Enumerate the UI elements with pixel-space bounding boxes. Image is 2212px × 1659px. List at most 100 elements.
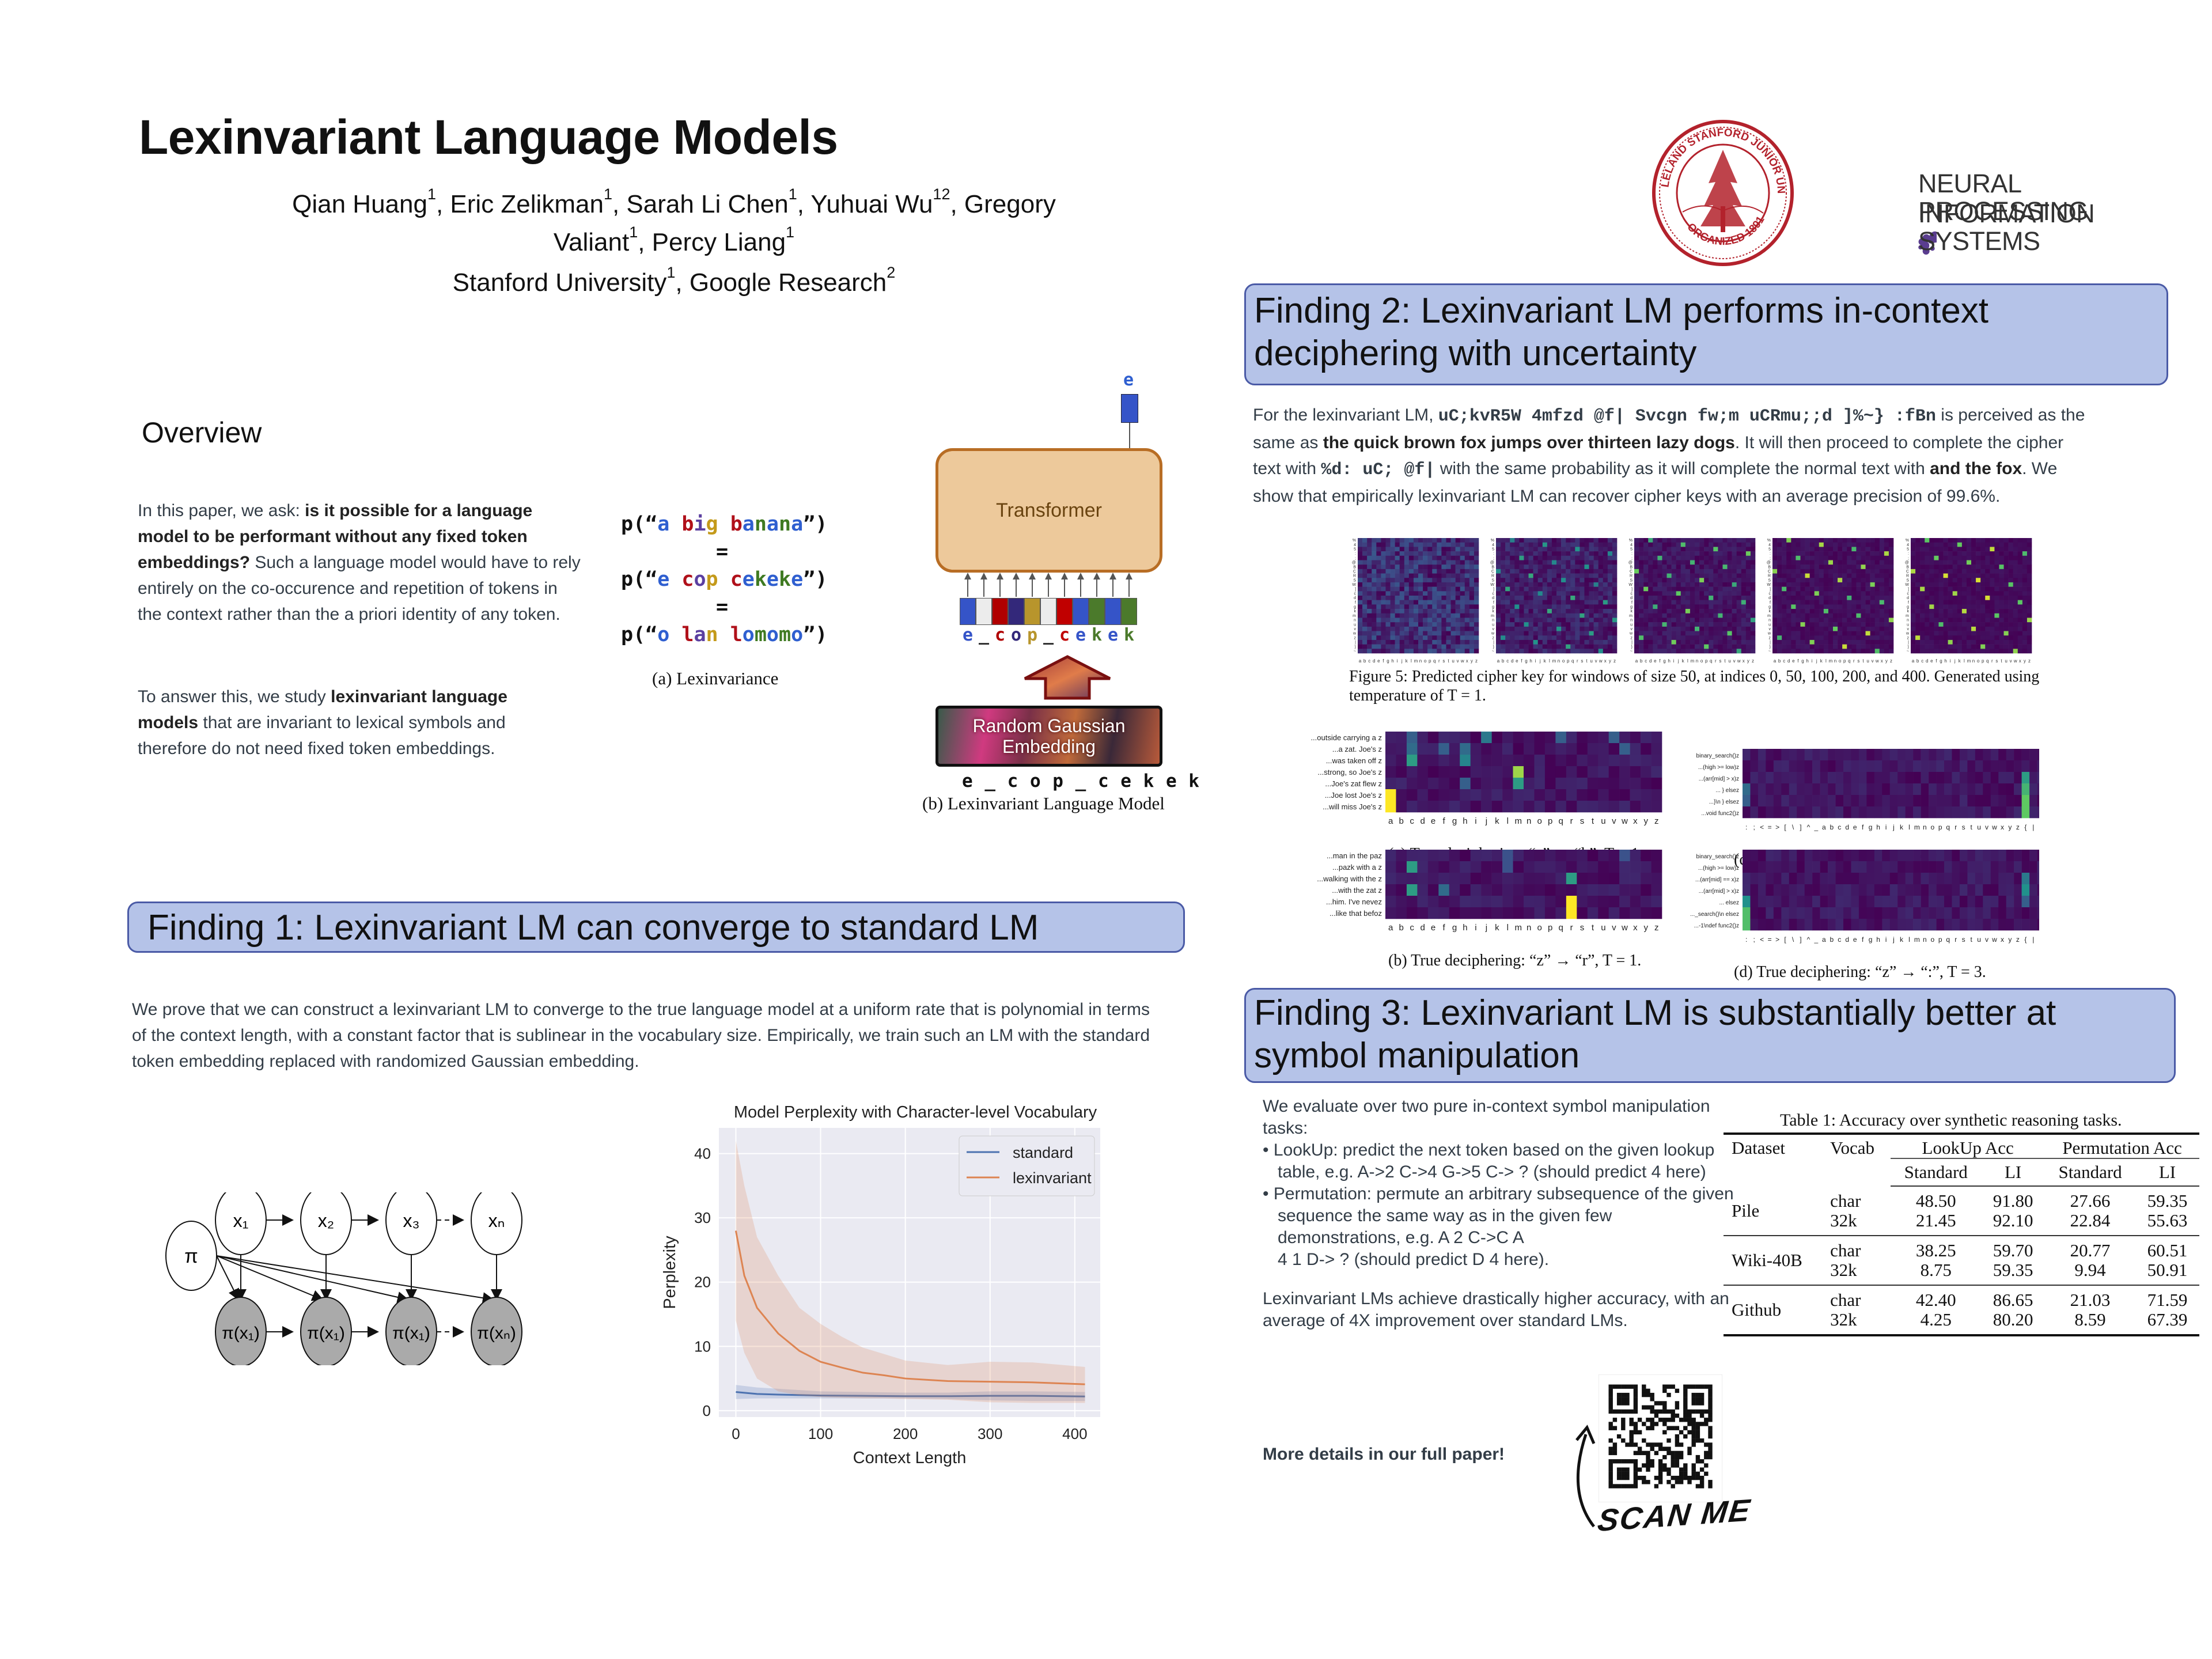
heatmap-cell — [1736, 569, 1742, 574]
heatmap-cell — [1608, 778, 1620, 790]
heatmap-cell — [1464, 649, 1470, 654]
heatmap-cell — [1358, 560, 1363, 565]
col-label: r — [1955, 935, 1957, 944]
heatmap-cell — [1884, 591, 1889, 596]
heatmap-cell — [1957, 538, 1963, 543]
heatmap-cell — [1786, 586, 1791, 592]
heatmap-cell — [2029, 795, 2037, 807]
heatmap-cell — [1381, 649, 1386, 654]
heatmap-cell — [1786, 639, 1791, 645]
heatmap-cell — [1555, 766, 1567, 778]
row-label: d — [1492, 596, 1494, 600]
heatmap-cell — [1976, 569, 1981, 574]
heatmap-cell — [1372, 609, 1377, 614]
heatmap-cell — [1367, 555, 1372, 560]
heatmap-cell — [1575, 591, 1580, 596]
col-label: c — [1921, 658, 1923, 664]
heatmap-cell — [1358, 631, 1363, 636]
heatmap-cell — [1786, 613, 1791, 618]
heatmap-cell — [1966, 565, 1972, 570]
heatmap-cell — [1514, 569, 1520, 574]
col-label: : — [1745, 823, 1747, 831]
heatmap-cell — [1838, 622, 1843, 627]
heatmap-cell — [2022, 639, 2028, 645]
heatmap-cell — [1921, 806, 1929, 819]
heatmap-cell — [1619, 766, 1630, 778]
heatmap-cell — [1593, 631, 1599, 636]
heatmap-cell — [1809, 626, 1815, 631]
heatmap-cell — [1612, 649, 1618, 654]
heatmap-cell — [1566, 907, 1577, 919]
heatmap-cell — [1943, 551, 1948, 556]
heatmap-cell — [1736, 604, 1742, 609]
col-label: p — [1567, 658, 1570, 664]
heatmap-cell — [1496, 622, 1501, 627]
heatmap-cell — [1952, 551, 1958, 556]
heatmap-cell — [2022, 547, 2028, 552]
heatmap-cell — [1695, 565, 1700, 570]
heatmap-cell — [2013, 613, 2018, 618]
standard-line — [736, 1391, 1085, 1397]
col-label: c — [1838, 935, 1841, 944]
heatmap-cell — [1870, 618, 1875, 623]
heatmap-cell — [1372, 542, 1377, 547]
heatmap-cell — [1781, 850, 1790, 862]
heatmap-cell — [1971, 586, 1976, 592]
heatmap-cell — [1828, 861, 1836, 873]
heatmap-cell — [1423, 565, 1428, 570]
heatmap-cell — [1847, 591, 1852, 596]
heatmap-cell — [1537, 635, 1543, 641]
heatmap-cell — [1851, 618, 1857, 623]
cell-value: 9.94 — [2074, 1260, 2106, 1280]
heatmap-cell — [1619, 884, 1630, 896]
formula-char: o — [742, 623, 755, 646]
heatmap-cell — [1427, 542, 1433, 547]
heatmap-cell — [1358, 586, 1363, 592]
heatmap-cell — [1994, 631, 1999, 636]
heatmap-cell — [1376, 551, 1381, 556]
heatmap-cell — [1934, 626, 1939, 631]
heatmap-cell — [1786, 591, 1791, 596]
heatmap-cell — [1404, 631, 1410, 636]
decipher-heatmap-a: ...outside carrying a z...a zat. Joe's z… — [1285, 732, 1665, 863]
heatmap-cell — [1598, 542, 1604, 547]
heatmap-cell — [1874, 582, 1880, 587]
row-label: 4 — [1768, 543, 1771, 547]
col-label: c — [1838, 823, 1841, 831]
heatmap-cell — [1460, 732, 1471, 744]
heatmap-cell — [1547, 569, 1552, 574]
heatmap-cell — [1791, 635, 1796, 641]
heatmap-cell — [1362, 635, 1368, 641]
pi-x-node — [385, 1297, 437, 1365]
heatmap-cell — [1427, 631, 1433, 636]
heatmap-cell — [1455, 586, 1460, 592]
heatmap-cell — [1372, 622, 1377, 627]
heatmap-cell — [1823, 538, 1829, 543]
heatmap-cell — [1925, 626, 1930, 631]
heatmap-cell — [1961, 631, 1967, 636]
embedding-label-2: Embedding — [1002, 736, 1096, 757]
heatmap-cell — [1653, 547, 1658, 552]
heatmap-cell — [1593, 591, 1599, 596]
heatmap-cell — [1533, 547, 1538, 552]
heatmap-cell — [1718, 555, 1723, 560]
heatmap-cell — [1976, 600, 1981, 605]
heatmap-cell — [1528, 622, 1533, 627]
heatmap-cell — [1496, 547, 1501, 552]
heatmap-cell — [1990, 586, 1995, 592]
heatmap-cell — [1584, 631, 1589, 636]
heatmap-cell — [1570, 635, 1575, 641]
heatmap-cell — [1537, 609, 1543, 614]
heatmap-cell — [2017, 560, 2023, 565]
heatmap-cell — [1786, 635, 1791, 641]
heatmap-cell — [1948, 604, 1953, 609]
heatmap-cell — [1943, 555, 1948, 560]
heatmap-cell — [2022, 604, 2028, 609]
col-label: v — [1733, 658, 1736, 664]
heatmap-cell — [1856, 582, 1861, 587]
heatmap-cell — [1680, 639, 1686, 645]
heatmap-cell — [1427, 884, 1439, 896]
heatmap-cell — [1961, 542, 1967, 547]
heatmap-cell — [1814, 622, 1820, 627]
